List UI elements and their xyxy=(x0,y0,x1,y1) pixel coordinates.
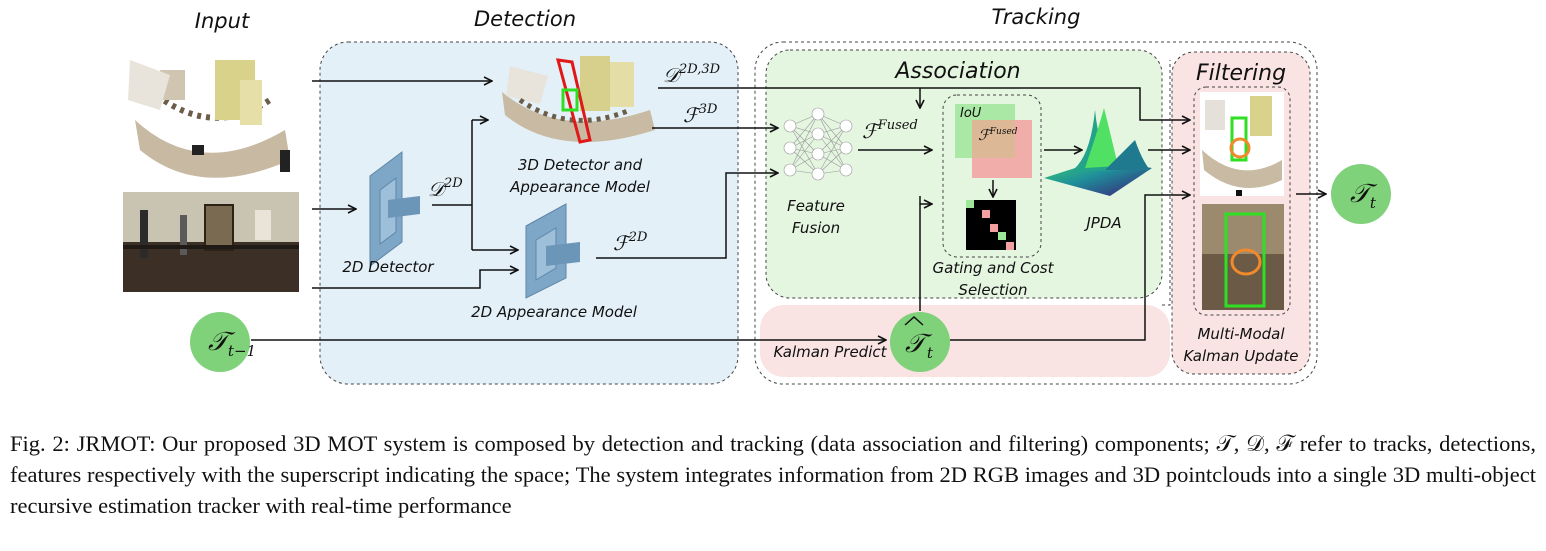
gating-label-2: Selection xyxy=(958,281,1027,299)
gating-region xyxy=(942,94,1042,258)
svg-text:ℱFused: ℱFused xyxy=(862,118,918,143)
d2d3d-base: 𝒟 xyxy=(663,63,683,87)
track-out-sub: t xyxy=(1370,194,1377,212)
ffused-sup: Fused xyxy=(877,118,918,133)
f2d-sup: 2D xyxy=(628,230,648,245)
iou-label: IoU xyxy=(960,106,982,121)
kalman-update-label-1: Multi-Modal xyxy=(1197,325,1285,343)
f3d-base: ℱ xyxy=(683,103,702,127)
feature-fusion-label-2: Fusion xyxy=(792,219,840,237)
header-tracking: Tracking xyxy=(992,5,1081,29)
header-association: Association xyxy=(893,59,1020,84)
detector-3d-image xyxy=(502,56,655,144)
ffused-inner-sup: Fused xyxy=(989,127,1018,137)
header-filtering: Filtering xyxy=(1196,61,1286,86)
cost-matrix-icon xyxy=(966,200,1016,250)
track-pred-sub: t xyxy=(927,344,934,362)
track-predicted-node xyxy=(890,312,950,372)
hat-accent xyxy=(904,315,924,326)
neural-network-icon xyxy=(783,107,853,181)
association-region xyxy=(765,49,1163,299)
svg-text:ℱ3D: ℱ3D xyxy=(683,102,718,127)
detector-2d-label: 2D Detector xyxy=(342,258,434,276)
kalman-update-label-2: Kalman Update xyxy=(1183,347,1298,365)
track-prev-sub: t−1 xyxy=(228,342,256,360)
svg-text:ℱFused: ℱFused xyxy=(978,126,1018,144)
jpda-label: JPDA xyxy=(1083,214,1121,232)
detector-2d-icon xyxy=(369,151,420,267)
ffused-base: ℱ xyxy=(862,119,881,143)
figure-caption: Fig. 2: JRMOT: Our proposed 3D MOT syste… xyxy=(10,431,1536,518)
jrmot-architecture-diagram: Input Detection Tracking Association Fil… xyxy=(122,5,1391,385)
input-rgb-image xyxy=(123,192,299,292)
filtering-rgb-image xyxy=(1202,204,1284,310)
flow-arrows xyxy=(251,81,1326,340)
feature-fusion-label-1: Feature xyxy=(787,197,845,215)
svg-text:𝒟2D: 𝒟2D xyxy=(428,176,463,201)
appearance-2d-label: 2D Appearance Model xyxy=(471,303,638,321)
jpda-surface-icon xyxy=(1044,108,1152,196)
appearance-2d-icon xyxy=(525,203,580,299)
d2d-sup: 2D xyxy=(443,176,463,191)
filtering-images-region xyxy=(1193,86,1291,316)
svg-text:ℱ2D: ℱ2D xyxy=(613,230,648,255)
kalman-predict-label: Kalman Predict xyxy=(774,343,888,361)
kalman-predict-region xyxy=(760,305,1170,377)
header-detection: Detection xyxy=(474,7,576,31)
gating-label-1: Gating and Cost xyxy=(933,259,1055,277)
detector-3d-label-2: Appearance Model xyxy=(509,178,651,196)
header-input: Input xyxy=(195,9,250,33)
track-output-node xyxy=(1331,164,1391,224)
d2d-base: 𝒟 xyxy=(428,177,448,201)
svg-text:𝒟2D,3D: 𝒟2D,3D xyxy=(663,62,721,87)
filtering-pointcloud-image xyxy=(1200,92,1284,196)
d2d3d-sup: 2D,3D xyxy=(678,62,721,77)
input-pointcloud-image xyxy=(122,52,298,178)
detector-3d-label-1: 3D Detector and xyxy=(518,156,643,174)
filtering-feedback-line xyxy=(1162,60,1171,306)
track-prev-node xyxy=(190,312,250,372)
ffused-inner-base: ℱ xyxy=(978,126,993,144)
f3d-sup: 3D xyxy=(699,102,718,117)
f2d-base: ℱ xyxy=(613,231,632,255)
